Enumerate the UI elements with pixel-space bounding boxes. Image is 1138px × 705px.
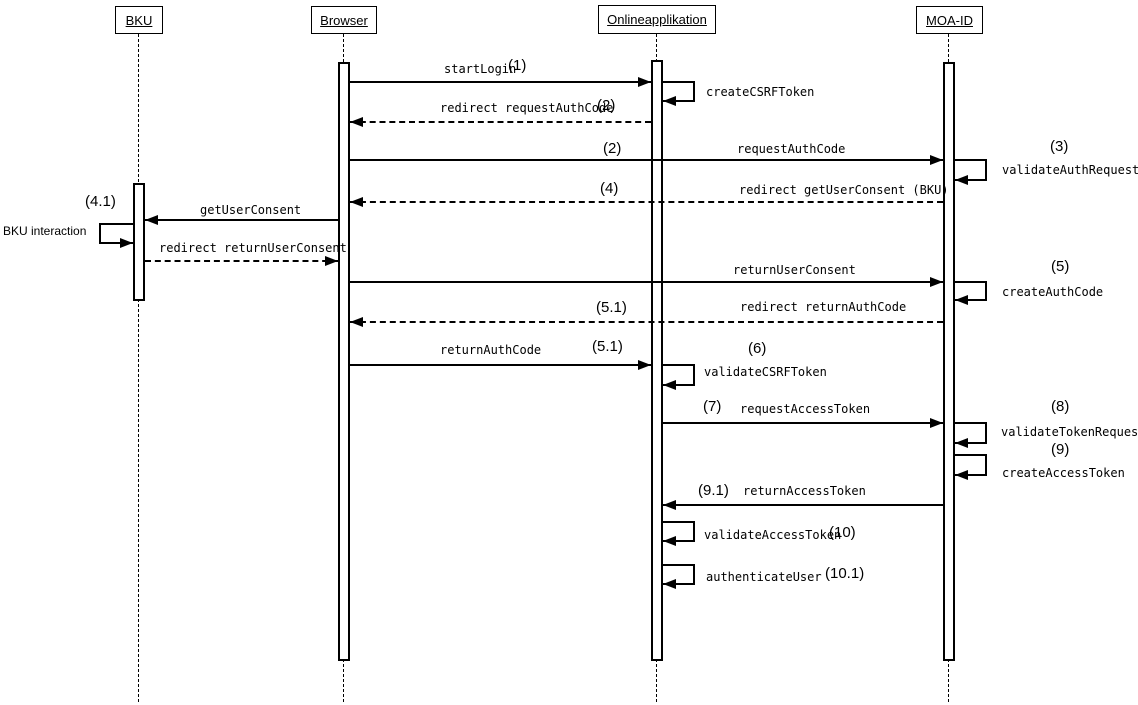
selfcall-validate-auth-request-number: (3) [1050, 138, 1069, 155]
message-redirect-get-user-consent-line [350, 201, 943, 203]
message-redirect-return-user-consent-label: redirect returnUserConsent [159, 241, 347, 255]
message-return-user-consent-arrowhead-icon [930, 277, 943, 287]
message-return-auth-code-number: (5.1) [592, 338, 623, 355]
selfcall-authenticate-user-arrowhead-icon [663, 579, 676, 589]
message-request-access-token-label: requestAccessToken [740, 402, 871, 416]
message-request-auth-code-number: (2) [603, 140, 622, 157]
message-return-access-token-label: returnAccessToken [743, 484, 866, 498]
activation-bku [133, 183, 145, 301]
actor-label-browser: Browser [320, 12, 368, 28]
selfcall-authenticate-user-label: authenticateUser [706, 570, 822, 584]
message-redirect-return-user-consent-arrowhead-icon [325, 256, 338, 266]
selfcall-create-csrf-token-label: createCSRFToken [706, 85, 815, 99]
selfcall-create-access-token-label: createAccessToken [1002, 466, 1125, 480]
message-redirect-request-auth-code-label: redirect requestAuthCode [440, 101, 614, 115]
message-return-user-consent-label: returnUserConsent [733, 263, 856, 277]
selfcall-validate-auth-request-bracket [955, 159, 987, 181]
selfcall-create-access-token-number: (9) [1051, 441, 1070, 458]
message-return-access-token-arrowhead-icon [663, 500, 676, 510]
message-start-login-label: startLogin [444, 62, 517, 76]
actor-box-bku: BKU [115, 6, 163, 34]
actor-label-moa-id: MOA-ID [926, 12, 973, 28]
message-get-user-consent-arrowhead-icon [145, 215, 158, 225]
message-request-auth-code-line [350, 159, 943, 161]
selfcall-validate-csrf-token-label: validateCSRFToken [704, 365, 827, 379]
actor-box-browser: Browser [311, 6, 377, 34]
message-request-auth-code-label: requestAuthCode [737, 142, 846, 156]
message-redirect-get-user-consent-arrowhead-icon [350, 197, 363, 207]
message-redirect-request-auth-code-number: (2) [597, 97, 616, 114]
message-redirect-return-auth-code-line [350, 321, 943, 323]
selfcall-bku-interaction-bracket [99, 223, 133, 244]
message-return-user-consent-line [350, 281, 943, 283]
selfcall-bku-interaction-arrowhead-icon [120, 238, 133, 248]
message-return-access-token-line [663, 504, 943, 506]
actor-label-bku: BKU [125, 12, 153, 28]
message-start-login-line [350, 81, 651, 83]
lifeline-bku [138, 34, 139, 702]
selfcall-validate-token-request-number: (8) [1051, 398, 1070, 415]
message-return-auth-code-line [350, 364, 651, 366]
message-request-access-token-line [663, 422, 943, 424]
message-return-auth-code-arrowhead-icon [638, 360, 651, 370]
selfcall-validate-token-request-label: validateTokenRequest [1001, 425, 1138, 439]
selfcall-validate-access-token-arrowhead-icon [663, 536, 676, 546]
message-return-access-token-number: (9.1) [698, 482, 729, 499]
selfcall-validate-access-token-number: (10) [829, 524, 856, 541]
message-start-login-arrowhead-icon [638, 77, 651, 87]
selfcall-validate-csrf-token-arrowhead-icon [663, 380, 676, 390]
message-redirect-get-user-consent-label: redirect getUserConsent (BKU) [739, 183, 949, 197]
selfcall-create-csrf-token-bracket [663, 81, 695, 102]
selfcall-validate-token-request-bracket [955, 422, 987, 444]
selfcall-validate-auth-request-arrowhead-icon [955, 175, 968, 185]
message-redirect-return-auth-code-arrowhead-icon [350, 317, 363, 327]
selfcall-validate-access-token-bracket [663, 521, 695, 542]
selfcall-create-csrf-token-arrowhead-icon [663, 96, 676, 106]
selfcall-validate-csrf-token-bracket [663, 364, 695, 386]
message-get-user-consent-number: (4.1) [85, 193, 116, 210]
message-get-user-consent-label: getUserConsent [200, 203, 302, 217]
activation-browser [338, 62, 350, 661]
activation-onlineapplikation [651, 60, 663, 661]
selfcall-validate-csrf-token-number: (6) [748, 340, 767, 357]
message-redirect-return-auth-code-label: redirect returnAuthCode [740, 300, 907, 314]
message-request-auth-code-arrowhead-icon [930, 155, 943, 165]
message-redirect-request-auth-code-arrowhead-icon [350, 117, 363, 127]
selfcall-authenticate-user-bracket [663, 564, 695, 585]
message-get-user-consent-line [145, 219, 338, 221]
selfcall-bku-interaction-label: BKU interaction [3, 224, 87, 238]
selfcall-validate-auth-request-label: validateAuthRequest [1002, 163, 1138, 177]
selfcall-create-auth-code-bracket [955, 281, 987, 301]
selfcall-create-auth-code-arrowhead-icon [955, 295, 968, 305]
message-return-auth-code-label: returnAuthCode [440, 343, 542, 357]
message-request-access-token-number: (7) [703, 398, 722, 415]
selfcall-create-auth-code-number: (5) [1051, 258, 1070, 275]
selfcall-validate-token-request-arrowhead-icon [955, 438, 968, 448]
message-redirect-return-auth-code-number: (5.1) [596, 299, 627, 316]
message-redirect-return-user-consent-line [145, 260, 338, 262]
selfcall-create-access-token-arrowhead-icon [955, 470, 968, 480]
actor-label-onlineapplikation: Onlineapplikation [607, 12, 707, 27]
selfcall-create-auth-code-label: createAuthCode [1002, 285, 1104, 299]
message-request-access-token-arrowhead-icon [930, 418, 943, 428]
message-redirect-get-user-consent-number: (4) [600, 180, 619, 197]
selfcall-authenticate-user-number: (10.1) [825, 565, 865, 582]
selfcall-validate-access-token-label: validateAccessToken [704, 528, 842, 542]
actor-box-onlineapplikation: Onlineapplikation [598, 5, 716, 34]
selfcall-create-access-token-bracket [955, 454, 987, 476]
message-redirect-request-auth-code-line [350, 121, 651, 123]
actor-box-moa-id: MOA-ID [916, 6, 983, 34]
message-start-login-number: (1) [508, 57, 527, 74]
activation-moa-id [943, 62, 955, 661]
